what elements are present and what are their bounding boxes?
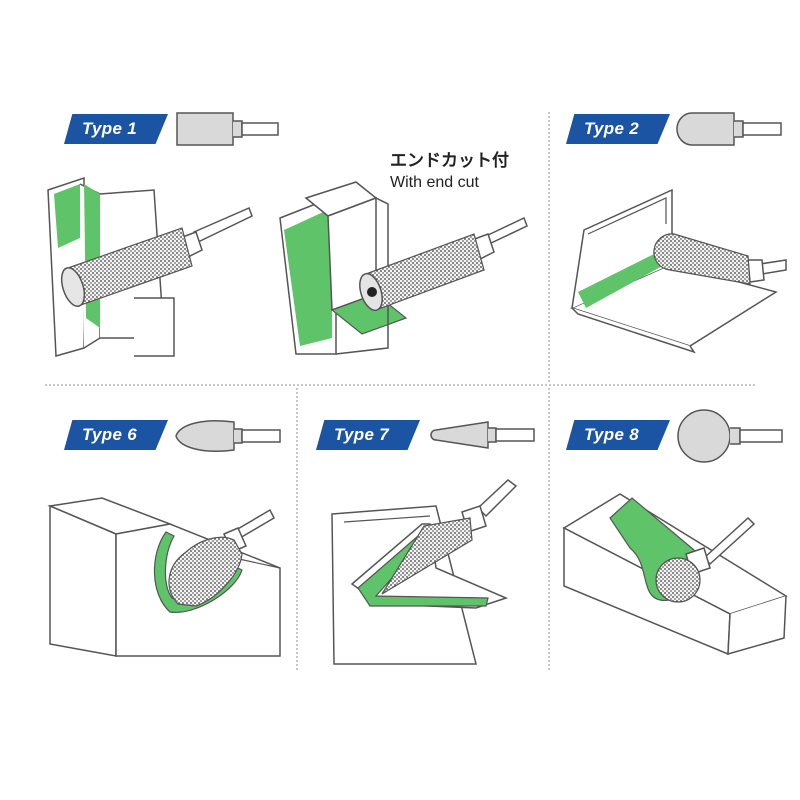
type-2-label: Type 2 [566, 114, 670, 144]
divider-horizontal [45, 384, 755, 386]
type-1-label: Type 1 [64, 114, 168, 144]
type-1-shape-icon [176, 112, 279, 146]
type-6-shape-icon [175, 420, 281, 452]
type-8-ball-burr [655, 557, 701, 603]
type-7-shape-icon [430, 421, 535, 449]
type-2-green-fillet [578, 254, 666, 308]
type-7-label-text: Type 7 [334, 425, 390, 444]
type-6-scene [47, 497, 281, 657]
type-6-green-groove [153, 531, 243, 613]
type-1-scene [47, 176, 253, 357]
type-8-shape-icon [677, 409, 783, 463]
type-6-label-text: Type 6 [82, 425, 138, 444]
divider-vertical-bottom-left [296, 388, 298, 670]
type-6-oval-burr [168, 536, 243, 607]
type-7-label: Type 7 [316, 420, 420, 450]
type-1-end-cut-scene [279, 181, 528, 355]
type-8-label: Type 8 [566, 420, 670, 450]
divider-vertical-top [548, 112, 550, 382]
type-7-scene [331, 479, 518, 665]
type-2-radius-end-burr [653, 233, 751, 285]
end-cut-note-jp: エンドカット付 [390, 151, 509, 171]
type-2-scene [569, 188, 787, 354]
type-6-label: Type 6 [64, 420, 168, 450]
type-2-shape-icon [676, 112, 782, 146]
type-8-scene [562, 493, 788, 656]
type-7-cone-burr [381, 517, 473, 595]
divider-vertical-bottom-right [548, 388, 550, 670]
end-cut-cylinder-burr [365, 233, 485, 311]
type-1-green-surface-right [84, 184, 100, 328]
type-8-label-text: Type 8 [584, 425, 640, 444]
type-2-label-text: Type 2 [584, 119, 640, 138]
type-1-green-surface-left [54, 184, 80, 248]
end-cut-note-en: With end cut [390, 174, 479, 191]
type-1-label-text: Type 1 [82, 119, 138, 138]
end-cut-green-side [284, 208, 332, 346]
